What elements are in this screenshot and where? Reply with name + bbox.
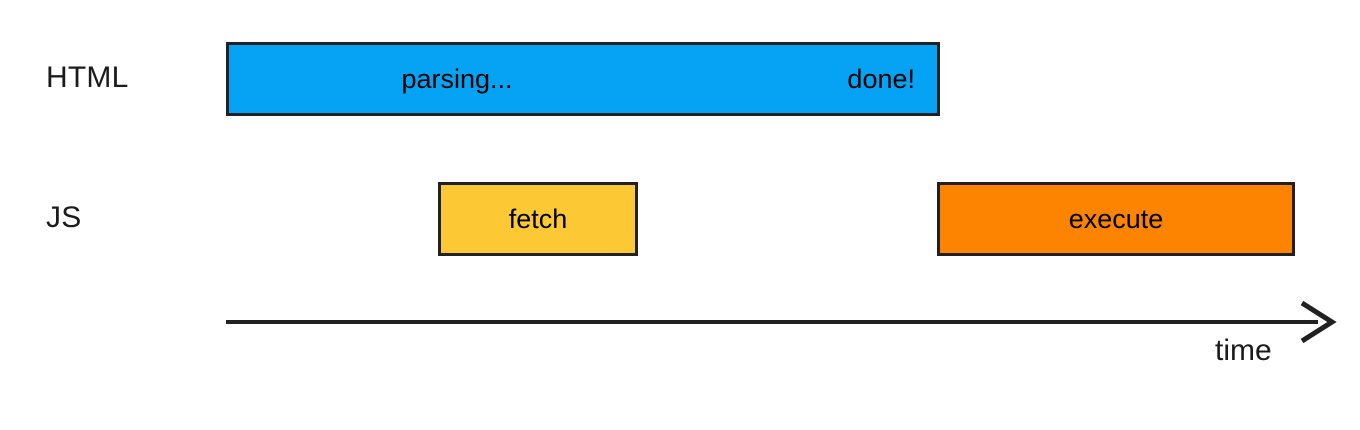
html-parsing-label: parsing... (401, 63, 513, 94)
js-fetch-bar: fetch (438, 182, 638, 256)
html-done-label: done! (847, 63, 915, 94)
time-axis-caption: time (1215, 334, 1272, 367)
row-label-html: HTML (46, 61, 129, 94)
time-axis-arrow-icon (226, 300, 1337, 344)
js-fetch-label: fetch (508, 203, 568, 234)
row-label-js: JS (46, 201, 82, 234)
html-parsing-bar: parsing... done! (226, 42, 940, 116)
js-execute-bar: execute (937, 182, 1295, 256)
arrow-head-icon (1300, 300, 1337, 344)
js-execute-label: execute (1068, 203, 1164, 234)
